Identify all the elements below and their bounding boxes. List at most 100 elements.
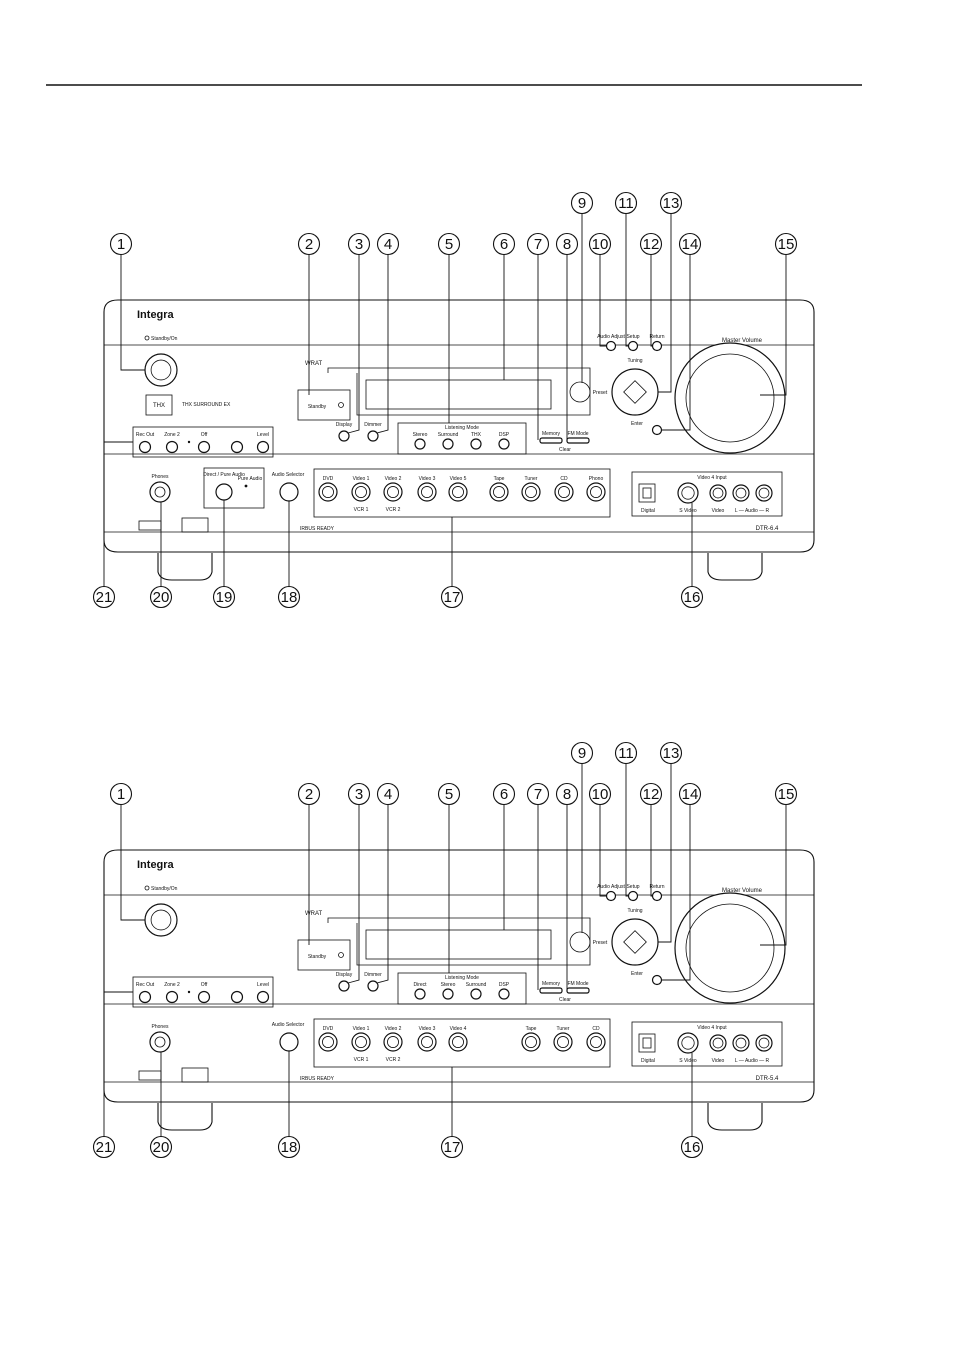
enter-label: Enter bbox=[631, 971, 643, 977]
callout-number: 6 bbox=[500, 236, 508, 253]
input-button-4 bbox=[448, 1032, 468, 1052]
listening-mode-button-3 bbox=[498, 988, 510, 1000]
callout-20: 20 bbox=[149, 1135, 173, 1159]
rca-jack-1-inner bbox=[735, 487, 747, 499]
rca-jack-1 bbox=[732, 484, 750, 502]
listening-mode-panel bbox=[397, 422, 527, 455]
callout-number: 10 bbox=[592, 236, 609, 253]
phones-jack-inner bbox=[154, 1036, 166, 1048]
standby-on-button bbox=[144, 903, 178, 937]
callout-18: 18 bbox=[277, 585, 301, 609]
callout-number: 14 bbox=[682, 236, 699, 253]
callout-1: 1 bbox=[109, 782, 133, 806]
listening-mode-label-3: DSP bbox=[499, 982, 510, 988]
callout-6: 6 bbox=[492, 782, 516, 806]
foot-right bbox=[707, 553, 763, 581]
s-video-jack-inner bbox=[681, 1036, 695, 1050]
master-volume-knob bbox=[685, 353, 775, 443]
tuning-label: Tuning bbox=[627, 358, 642, 364]
master-volume-label: Master Volume bbox=[722, 338, 763, 344]
input-button-4-inner bbox=[452, 486, 464, 498]
listening-mode-title: Listening Mode bbox=[445, 425, 479, 431]
standby-indicator-label: Standby bbox=[308, 954, 327, 960]
rec-out-button-3 bbox=[230, 990, 244, 1004]
callout-7: 7 bbox=[526, 232, 550, 256]
rec-out-label-2: Off bbox=[201, 982, 208, 988]
rca-jack-2 bbox=[755, 1034, 773, 1052]
callout-2: 2 bbox=[297, 232, 321, 256]
rca-jack-0 bbox=[709, 484, 727, 502]
input-button-6-inner bbox=[525, 486, 537, 498]
direct-pure-audio-panel bbox=[203, 467, 265, 509]
fm-mode-button bbox=[566, 987, 590, 994]
input-button-3-inner bbox=[421, 486, 433, 498]
rec-out-label-2: Off bbox=[201, 432, 208, 438]
input-button-7-inner bbox=[558, 486, 570, 498]
callout-number: 17 bbox=[444, 1139, 461, 1156]
return-label: Return bbox=[649, 334, 664, 340]
listening-mode-button-1 bbox=[442, 438, 454, 450]
input-button-5-inner bbox=[525, 1036, 537, 1048]
callout-number: 5 bbox=[445, 236, 453, 253]
display-window bbox=[365, 379, 552, 410]
lead-21 bbox=[103, 991, 133, 1137]
rec-out-label-0: Rec Out bbox=[136, 432, 155, 438]
vcr2-label: VCR 2 bbox=[386, 507, 401, 513]
enter-label: Enter bbox=[631, 421, 643, 427]
clear-label: Clear bbox=[559, 997, 571, 1003]
callout-number: 19 bbox=[216, 589, 233, 606]
callout-4: 4 bbox=[376, 782, 400, 806]
input-label-0: DVD bbox=[323, 476, 334, 482]
display-label: Display bbox=[336, 422, 353, 428]
return-label: Return bbox=[649, 884, 664, 890]
callout-12: 12 bbox=[639, 782, 663, 806]
audio-adjust-label: Audio Adjust bbox=[597, 884, 625, 890]
input-label-1: Video 1 bbox=[353, 476, 370, 482]
video4-input-panel bbox=[631, 1021, 783, 1067]
digital-input-inner bbox=[642, 1037, 652, 1049]
callout-14: 14 bbox=[678, 232, 702, 256]
callout-number: 18 bbox=[281, 589, 298, 606]
input-button-1 bbox=[351, 482, 371, 502]
callout-3: 3 bbox=[347, 232, 371, 256]
callout-number: 12 bbox=[643, 236, 660, 253]
rec-out-label-4: Level bbox=[257, 982, 269, 988]
input-button-4-inner bbox=[452, 1036, 464, 1048]
input-label-7: CD bbox=[560, 476, 568, 482]
callout-number: 7 bbox=[534, 786, 542, 803]
standby-on-label: Standby/On bbox=[151, 336, 178, 342]
lead-10 bbox=[599, 254, 607, 347]
callout-21: 21 bbox=[92, 1135, 116, 1159]
callout-10: 10 bbox=[588, 782, 612, 806]
input-button-0 bbox=[318, 482, 338, 502]
fm-mode-label: FM Mode bbox=[567, 431, 588, 437]
video4-input-label: Video 4 Input bbox=[697, 475, 727, 481]
power-icon bbox=[144, 885, 150, 891]
input-button-5-inner bbox=[493, 486, 505, 498]
video4-input-label: Video 4 Input bbox=[697, 1025, 727, 1031]
callout-number: 15 bbox=[778, 236, 795, 253]
standby-led bbox=[338, 402, 344, 408]
callout-number: 21 bbox=[96, 1139, 113, 1156]
callout-number: 11 bbox=[618, 195, 634, 212]
callout-number: 4 bbox=[384, 236, 392, 253]
lead-4 bbox=[376, 804, 389, 984]
callout-number: 5 bbox=[445, 786, 453, 803]
callout-2: 2 bbox=[297, 782, 321, 806]
preset-label: Preset bbox=[593, 390, 608, 396]
listening-mode-panel bbox=[397, 972, 527, 1005]
audio-selector-label: Audio Selector bbox=[272, 472, 305, 478]
listening-mode-label-0: Direct bbox=[413, 982, 427, 988]
callout-number: 7 bbox=[534, 236, 542, 253]
rec-out-button-1 bbox=[165, 440, 179, 454]
input-button-6-inner bbox=[557, 1036, 569, 1048]
callout-17: 17 bbox=[440, 585, 464, 609]
rec-out-label-1: Zone 2 bbox=[164, 432, 180, 438]
lead-4 bbox=[376, 254, 389, 434]
input-button-5 bbox=[521, 1032, 541, 1052]
rca-jack-0-inner bbox=[712, 487, 724, 499]
callout-number: 11 bbox=[618, 745, 634, 762]
clear-label: Clear bbox=[559, 447, 571, 453]
input-button-1-inner bbox=[355, 1036, 367, 1048]
rec-out-button-3 bbox=[230, 440, 244, 454]
